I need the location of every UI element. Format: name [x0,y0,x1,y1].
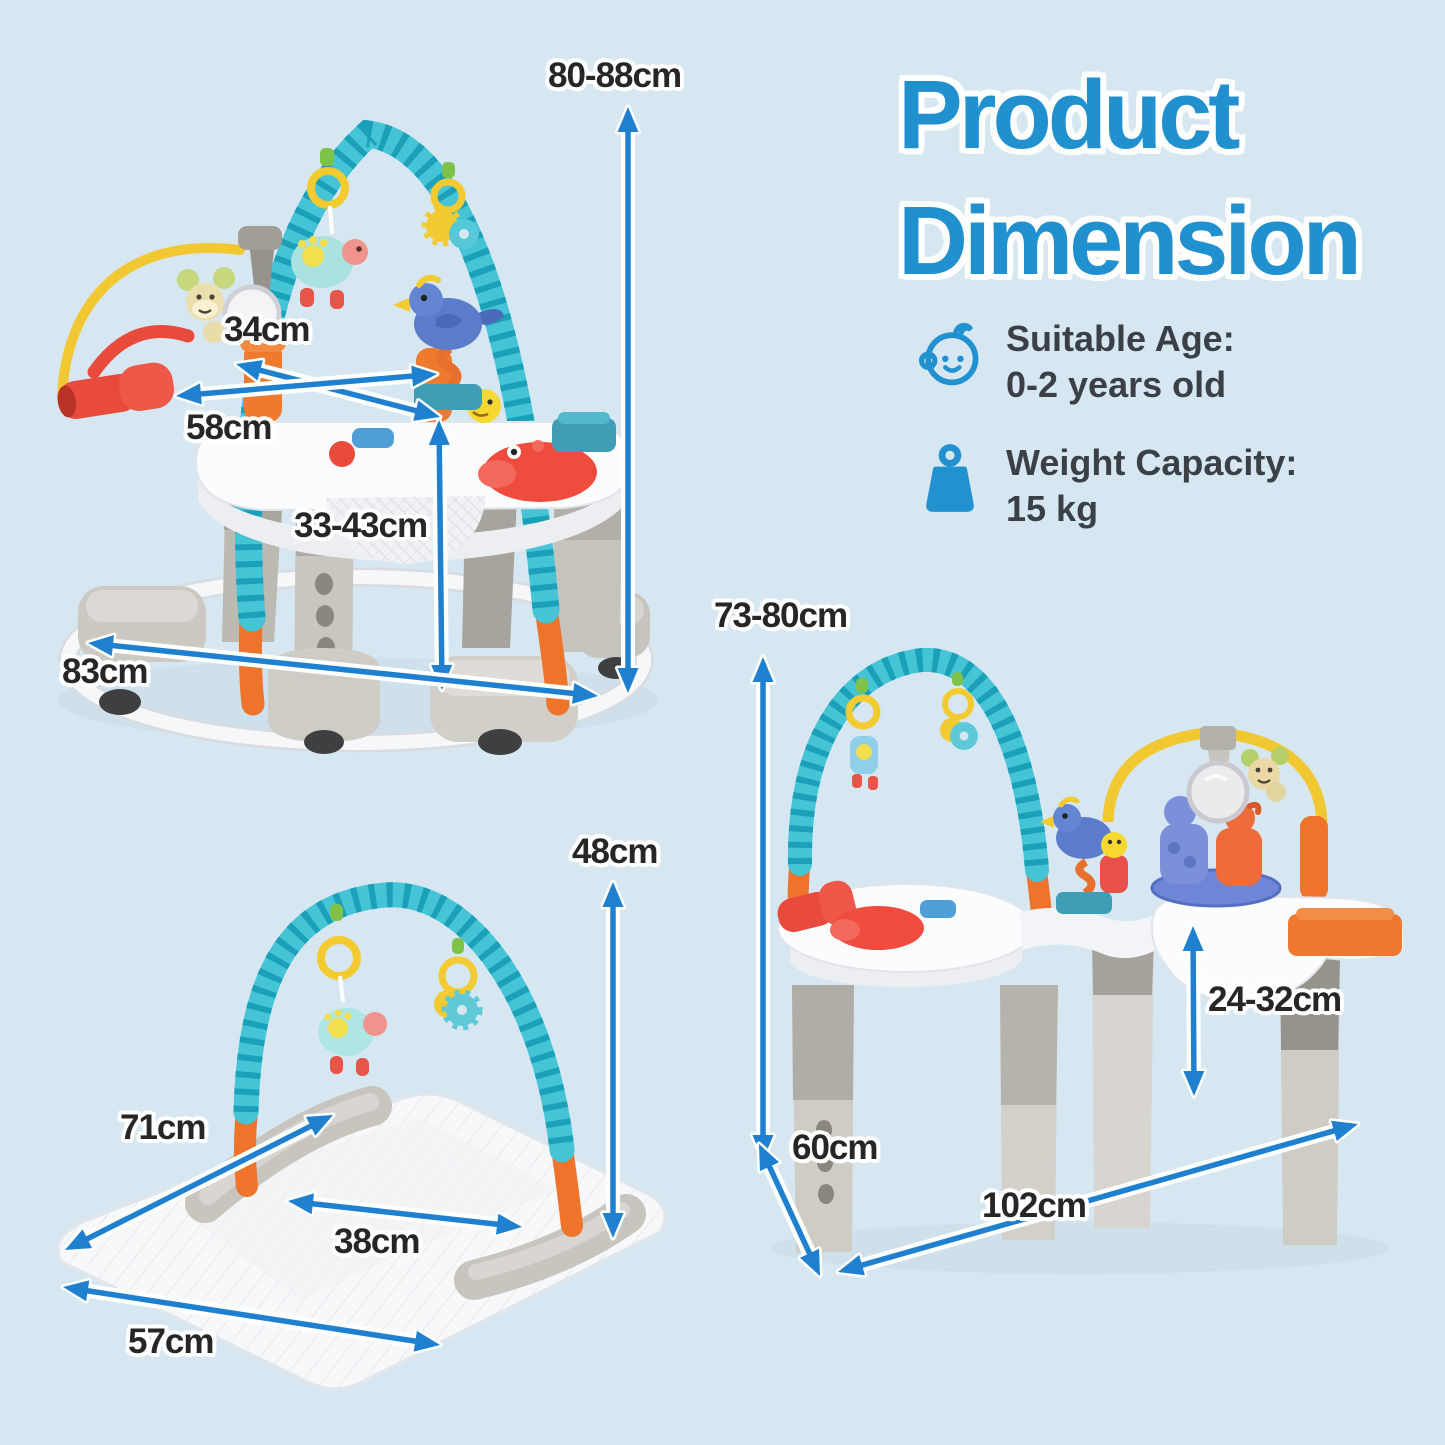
dim-label-jumper-seat-height: 33-43cm [294,506,428,545]
bird-toy [393,274,504,410]
table-leg-height-arrow [1180,923,1207,1099]
dim-label-gym-width: 57cm [128,1322,215,1361]
orange-bracket [1288,914,1402,956]
activity-table-illustration [770,647,1405,1274]
floor-shadow [770,1222,1390,1274]
dim-label-gym-height: 48cm [572,832,659,871]
dim-label-table-depth: 60cm [792,1128,879,1167]
mirror-and-monkey [1186,726,1289,824]
table-depth-arrow [756,1141,823,1279]
weight-capacity-value: 15 kg [1006,488,1099,530]
baby-mirror [1186,760,1250,824]
caster-wheel [478,729,522,755]
gym-width-arrow [60,1277,443,1355]
dim-label-table-width: 102cm [982,1186,1087,1225]
page-title-line1: Product [898,60,1240,169]
hanging-turtle-toy [291,148,368,309]
dim-label-gym-depth: 71cm [120,1108,207,1147]
dim-label-jumper-top-width: 34cm [224,310,311,349]
gym-height-arrow [600,879,626,1241]
striped-table-arch [787,647,1053,931]
hippo-toy [478,440,597,502]
jumper-height-arrow [615,104,641,696]
hanging-toys [845,672,978,790]
table-height-arrow [750,654,776,1163]
baby-icon [914,316,986,394]
page-title-line2: Dimension [898,186,1362,296]
dimension-arrows [60,104,1361,1355]
caster-wheel [304,730,344,754]
hippo-toy [832,906,924,950]
weight-icon [914,440,986,518]
jumper-tray-width-arrow [173,363,440,407]
page-title: Product Dimension [898,52,1445,304]
orange-post [1300,816,1328,900]
music-box [552,418,616,452]
bead-wire-and-mirror [57,226,282,403]
jumper-top-width-arrow [233,357,443,424]
table-width-arrow [835,1118,1361,1278]
gym-feet-span-arrow [285,1190,525,1238]
jumper-base-width-arrow [85,632,601,707]
striped-gym-arch [233,882,583,1237]
suitable-age-row: Suitable Age: 0-2 years old [914,316,1235,408]
suitable-age-label: Suitable Age: [1006,318,1235,359]
dim-label-table-leg-height: 24-32cm [1208,980,1342,1019]
dim-label-gym-feet-span: 38cm [334,1222,421,1261]
dim-label-table-height: 73-80cm [714,596,848,635]
monkey-toy [177,267,235,343]
suitable-age-value: 0-2 years old [1006,364,1227,406]
gym-depth-arrow [62,1112,336,1253]
telescope-toy [57,362,175,420]
dim-label-jumper-tray-width: 58cm [186,408,273,447]
tray-toys [57,325,616,502]
dim-label-jumper-height: 80-88cm [548,56,682,95]
hanging-gear-toy [434,938,483,1031]
caster-wheel [99,689,141,715]
hanging-gear-toy [421,162,479,249]
weight-capacity-row: Weight Capacity: 15 kg [914,440,1297,532]
dim-label-jumper-base-width: 83cm [62,652,149,691]
weight-capacity-label: Weight Capacity: [1006,442,1298,483]
table-toys [777,726,1289,950]
hanging-turtle-toy [317,904,387,1076]
bird-toy [1040,796,1112,914]
mount-post [238,226,282,250]
duck-figure-toy [1100,832,1128,893]
